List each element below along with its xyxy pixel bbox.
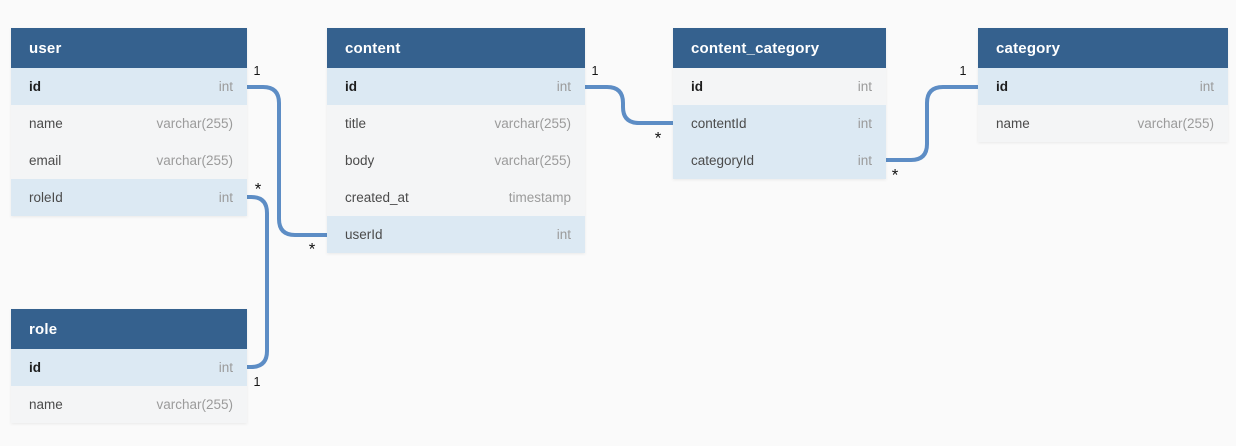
table-user[interactable]: user id int name varchar(255) email varchar(25… (11, 28, 247, 216)
cardinality-label: 1 (253, 63, 261, 78)
field-row-user-roleId[interactable]: roleId int (11, 179, 247, 216)
field-type: int (857, 153, 872, 168)
field-name: name (29, 397, 63, 412)
table-title: content (345, 39, 401, 57)
field-type: int (218, 190, 233, 205)
field-row-user-email[interactable]: email varchar(255) (11, 142, 247, 179)
field-row-role-id[interactable]: id int (11, 349, 247, 386)
field-row-content_category-id[interactable]: id int (673, 68, 886, 105)
table-header-content[interactable]: content (327, 28, 585, 68)
cardinality-label: 1 (591, 63, 599, 78)
field-name: name (29, 116, 63, 131)
field-row-content-title[interactable]: title varchar(255) (327, 105, 585, 142)
field-name: body (345, 153, 375, 168)
field-row-category-id[interactable]: id int (978, 68, 1228, 105)
field-name: created_at (345, 190, 409, 205)
table-header-user[interactable]: user (11, 28, 247, 68)
field-row-content-userId[interactable]: userId int (327, 216, 585, 253)
field-type: int (857, 116, 872, 131)
table-title: user (29, 39, 62, 57)
field-type: int (556, 227, 571, 242)
cardinality-label: 1 (253, 374, 261, 389)
field-name: name (996, 116, 1030, 131)
field-row-content-body[interactable]: body varchar(255) (327, 142, 585, 179)
relation-line-content_category.categoryId-category.id[interactable] (886, 85, 978, 162)
field-type: varchar(255) (156, 153, 233, 168)
relation-line-user.id-content.userId[interactable] (247, 85, 327, 237)
field-name: id (996, 79, 1008, 94)
field-name: categoryId (691, 153, 755, 168)
field-name: id (345, 79, 357, 94)
table-content[interactable]: content id int title varchar(255) body varchar… (327, 28, 585, 253)
table-header-category[interactable]: category (978, 28, 1228, 68)
field-name: title (345, 116, 367, 131)
cardinality-label: * (654, 128, 662, 148)
table-header-content_category[interactable]: content_category (673, 28, 886, 68)
field-type: timestamp (508, 190, 571, 205)
field-type: varchar(255) (156, 116, 233, 131)
field-name: id (29, 360, 41, 375)
table-category[interactable]: category id int name varchar(255) (978, 28, 1228, 142)
field-row-role-name[interactable]: name varchar(255) (11, 386, 247, 423)
cardinality-label: * (254, 179, 262, 199)
table-title: content_category (691, 39, 820, 57)
field-row-content_category-categoryId[interactable]: categoryId int (673, 142, 886, 179)
field-name: id (691, 79, 703, 94)
field-row-content-created_at[interactable]: created_at timestamp (327, 179, 585, 216)
field-type: varchar(255) (494, 116, 571, 131)
field-type: int (218, 360, 233, 375)
field-name: id (29, 79, 41, 94)
cardinality-label: * (891, 165, 899, 185)
relation-line-content.id-content_category.contentId[interactable] (585, 85, 673, 125)
field-type: int (1199, 79, 1214, 94)
relation-line-user.roleId-role.id[interactable] (247, 195, 269, 369)
field-type: varchar(255) (156, 397, 233, 412)
field-row-user-name[interactable]: name varchar(255) (11, 105, 247, 142)
field-row-category-name[interactable]: name varchar(255) (978, 105, 1228, 142)
table-role[interactable]: role id int name varchar(255) (11, 309, 247, 423)
field-name: userId (345, 227, 383, 242)
cardinality-label: * (308, 239, 316, 259)
field-type: int (556, 79, 571, 94)
field-row-content-id[interactable]: id int (327, 68, 585, 105)
field-name: roleId (29, 190, 63, 205)
field-type: int (857, 79, 872, 94)
table-title: category (996, 39, 1061, 57)
field-type: int (218, 79, 233, 94)
field-name: email (29, 153, 62, 168)
field-row-content_category-contentId[interactable]: contentId int (673, 105, 886, 142)
field-row-user-id[interactable]: id int (11, 68, 247, 105)
table-header-role[interactable]: role (11, 309, 247, 349)
field-type: varchar(255) (494, 153, 571, 168)
field-name: contentId (691, 116, 747, 131)
table-title: role (29, 320, 58, 338)
cardinality-label: 1 (959, 63, 967, 78)
field-type: varchar(255) (1137, 116, 1214, 131)
